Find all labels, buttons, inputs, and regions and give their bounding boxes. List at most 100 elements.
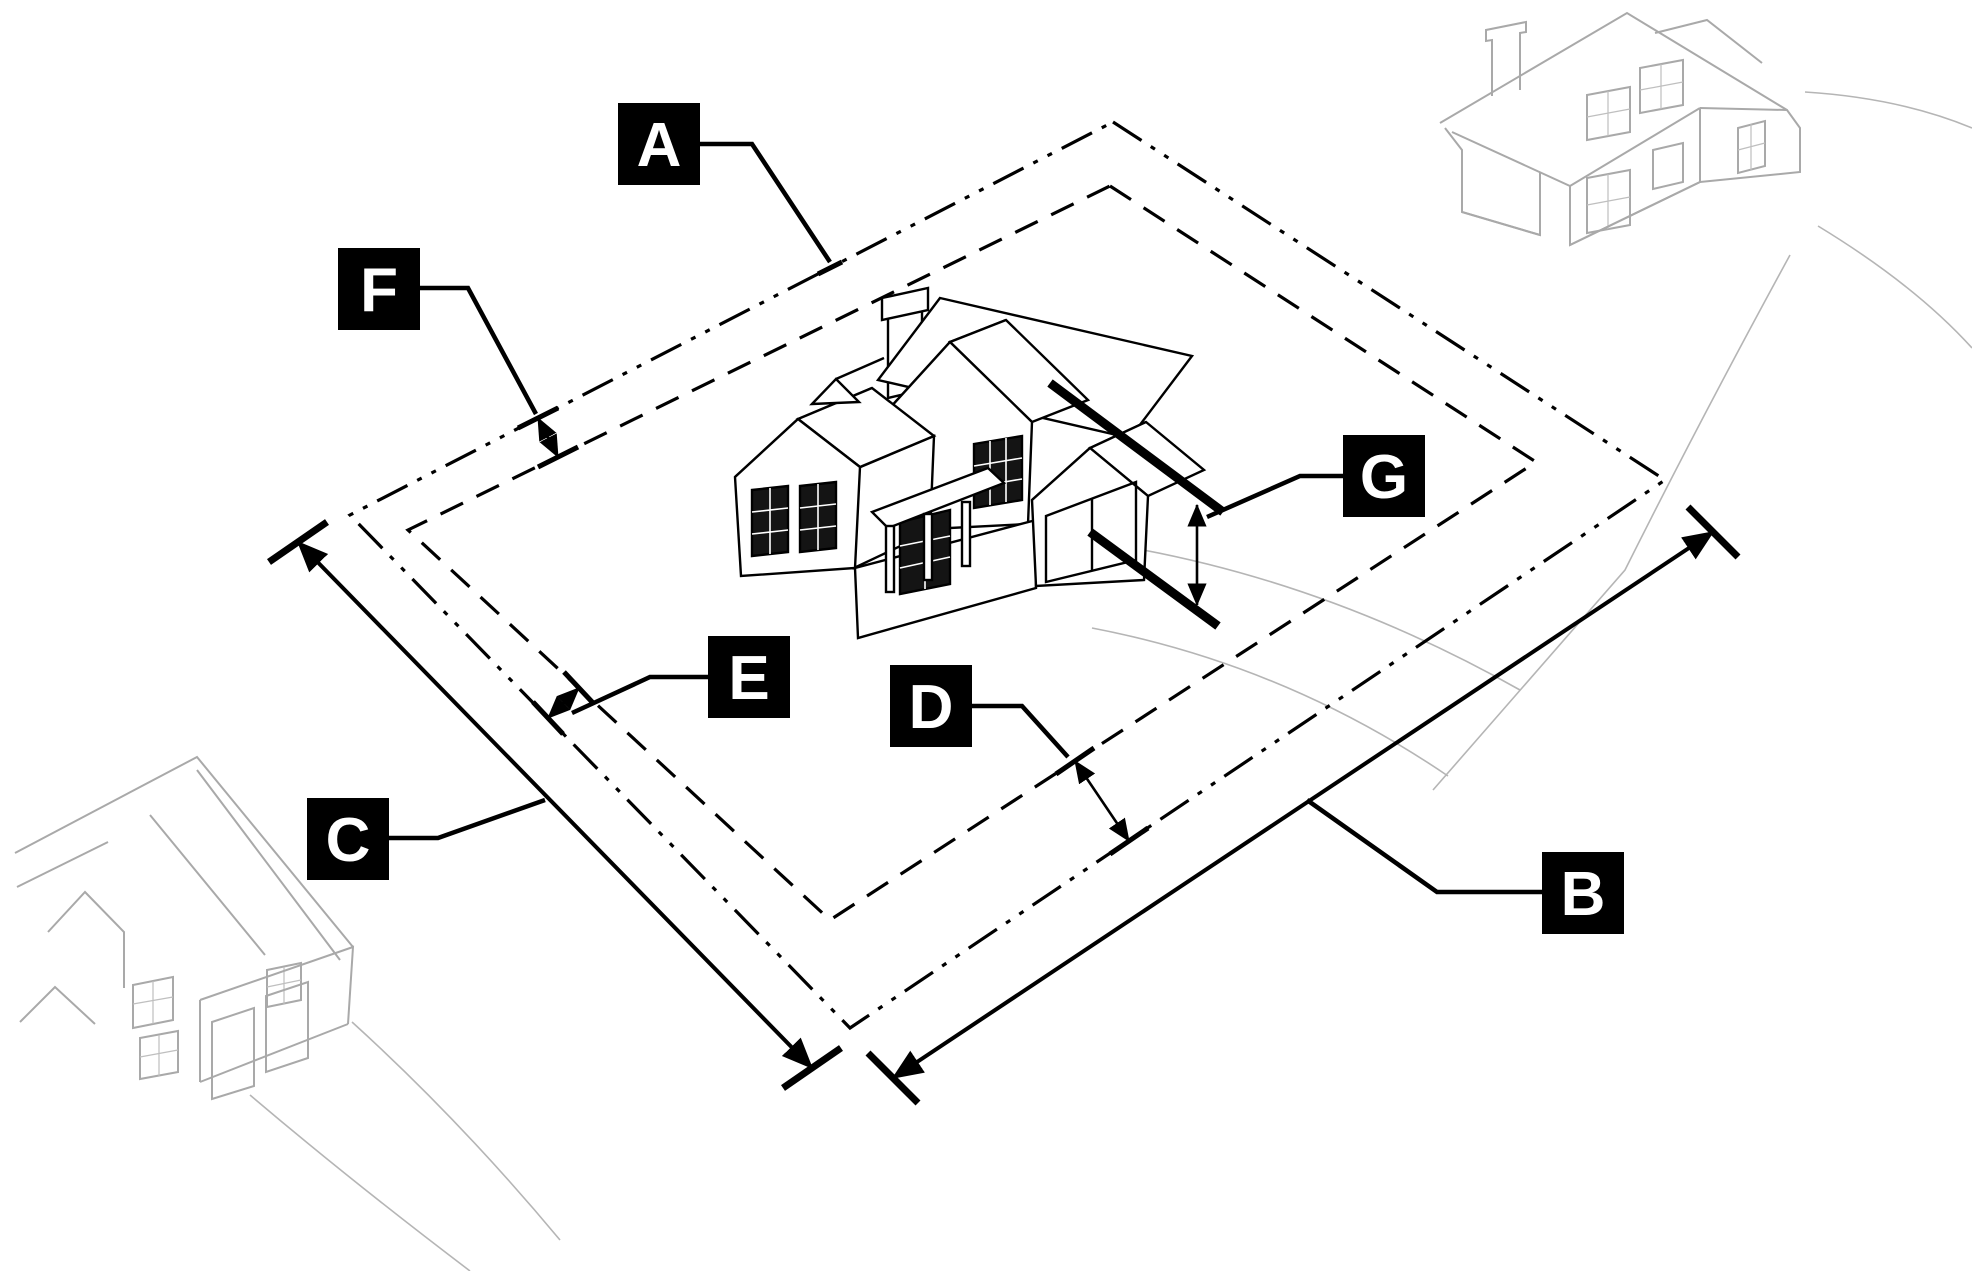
callout-leaders (387, 141, 1542, 895)
neighbor-window (1639, 58, 1684, 115)
neighbor2-roof-edge (16, 841, 109, 888)
neighbor-garage (1699, 107, 1801, 183)
dim-e-tick (562, 670, 596, 706)
dim-c-line (296, 540, 814, 1070)
driveway-edge-lower (1091, 627, 1449, 777)
porch-post (922, 512, 934, 582)
neighbor-house-bottom-left (14, 755, 355, 1101)
neighbor2-window-grid (132, 981, 174, 1024)
dim-g (1047, 379, 1226, 630)
neighbor-entry-door (1652, 141, 1684, 191)
leader-c (387, 797, 546, 841)
leader-f (420, 285, 538, 416)
dim-d-tick (1108, 825, 1150, 857)
dim-c-end-tick (267, 519, 329, 565)
callout-c: C (307, 798, 389, 880)
neighbor-window-grid (1586, 91, 1631, 136)
callout-g-box (1343, 435, 1425, 517)
leader-e (571, 674, 708, 716)
dim-c-end-tick (781, 1045, 843, 1091)
neighbor-chimney (1485, 20, 1527, 96)
callout-a-box (618, 103, 700, 185)
callout-f-box (338, 248, 420, 330)
neighbor2-driveway-curve (351, 1021, 561, 1241)
dimension-line-b (865, 504, 1741, 1106)
callout-d-box (890, 665, 972, 747)
leader-a-tick (816, 259, 844, 277)
neighbor-base (1461, 181, 1701, 246)
dim-f-arrow (536, 416, 560, 459)
callout-g: G (1343, 435, 1425, 517)
dim-d (1054, 745, 1150, 857)
porch-post (960, 500, 972, 568)
neighbor2-window (132, 975, 174, 1030)
attic-gable (809, 377, 862, 406)
neighbor2-window-grid (266, 967, 302, 1004)
left-window-grid (751, 488, 789, 554)
leader-a (700, 141, 832, 264)
dim-g-bottom-bar (1087, 528, 1221, 630)
callout-f: F (338, 248, 420, 330)
neighbor-window-grid (1639, 64, 1684, 109)
neighbor-roof-gable (1654, 18, 1763, 64)
neighbor-roof-outline (1439, 11, 1788, 124)
neighbor-left-wing (1444, 127, 1541, 237)
porch-post (884, 524, 896, 594)
callout-d-letter: D (909, 673, 954, 742)
callout-b-letter: B (1561, 860, 1606, 929)
callout-c-box (307, 798, 389, 880)
callout-b: B (1542, 852, 1624, 934)
street-and-driveways (249, 91, 1972, 1271)
neighbor-window-grid (1586, 174, 1631, 229)
neighbor2-roof-outline (14, 755, 354, 948)
callout-e-letter: E (728, 644, 769, 713)
callout-g-letter: G (1360, 443, 1408, 512)
dimension-line-c (267, 519, 843, 1091)
dim-d-arrow (1073, 760, 1131, 842)
main-house (733, 286, 1207, 640)
dim-g-top-bar (1047, 379, 1226, 516)
callout-b-box (1542, 852, 1624, 934)
neighbor-walls (1569, 108, 1701, 247)
chimney-cap (880, 286, 930, 322)
neighbor2-small-gable (19, 985, 96, 1025)
neighbor2-garage-door (211, 1006, 255, 1101)
leader-g (1206, 473, 1343, 520)
neighbor-driveway-curve (1804, 91, 1972, 129)
dim-b-line (891, 530, 1715, 1080)
attic-ridge (835, 356, 885, 381)
property-line (347, 120, 1668, 1031)
dim-b-end-tick (865, 1050, 921, 1106)
neighbor-driveway-curve (1817, 225, 1972, 349)
callout-e-box (708, 636, 790, 718)
neighbor2-window-grid (139, 1035, 179, 1076)
neighbor-garage-door-grid (1737, 124, 1766, 170)
dim-b-end-tick (1685, 504, 1741, 560)
dim-f (516, 405, 580, 470)
callout-d: D (890, 665, 972, 747)
callout-c-letter: C (326, 806, 371, 875)
leader-d (972, 703, 1070, 759)
neighbor-garage-door (1737, 119, 1766, 175)
neighbor2-front-gable (47, 890, 125, 988)
neighbor2-window (139, 1029, 179, 1081)
dim-d-tick (1054, 745, 1096, 777)
callout-a: A (618, 103, 700, 185)
porch-roof (869, 466, 1007, 530)
callout-e: E (708, 636, 790, 718)
callout-f-letter: F (360, 256, 398, 325)
dim-e-tick (531, 700, 565, 736)
dim-f-tick (516, 405, 560, 431)
street-edge-line (1432, 254, 1791, 791)
neighbor2-base (199, 1023, 349, 1083)
dim-f-tick (536, 444, 580, 470)
neighbor-window (1586, 168, 1631, 235)
garage-door-opening (1044, 480, 1138, 584)
left-window-grid (799, 484, 837, 550)
leader-b (1305, 798, 1542, 895)
setback-line (405, 184, 1539, 923)
callout-a-letter: A (637, 111, 682, 180)
dim-e (531, 670, 596, 736)
